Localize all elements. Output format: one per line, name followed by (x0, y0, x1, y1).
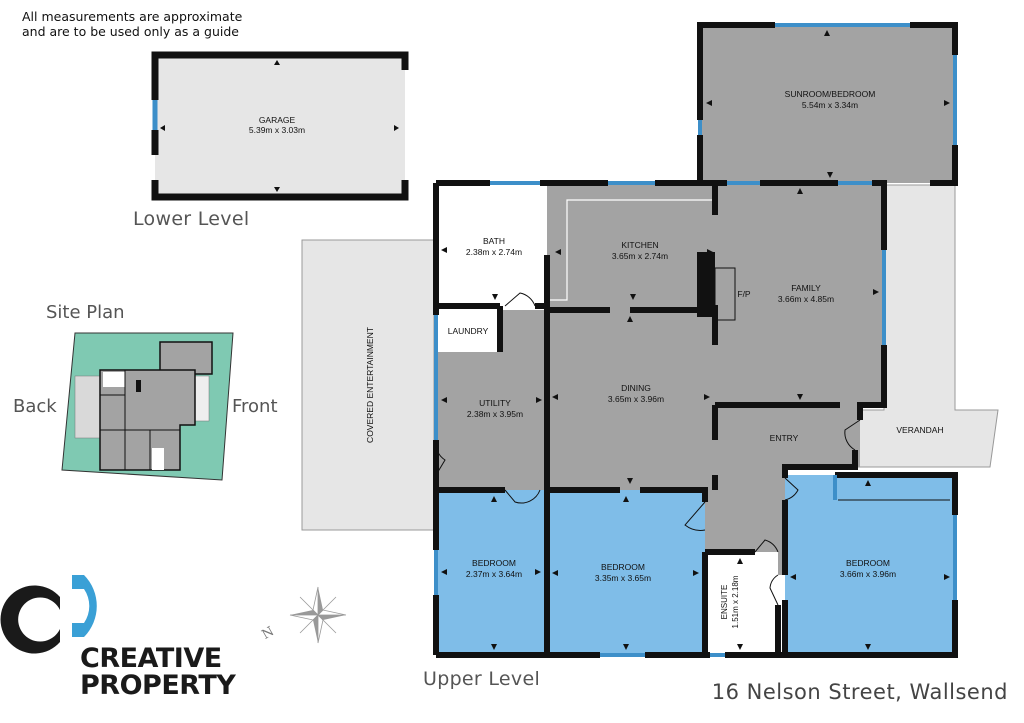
floors (436, 25, 955, 655)
family-label: FAMILY (791, 283, 821, 293)
site-plan-front: Front (232, 396, 278, 417)
verandah-label: VERANDAH (896, 425, 943, 435)
site-plan-back: Back (13, 396, 57, 417)
bedroom3-size: 3.66m x 3.96m (840, 569, 896, 579)
ensuite-label: ENSUITE (720, 585, 729, 620)
fireplace: F/P (697, 252, 751, 321)
utility-label: UTILITY (479, 398, 511, 408)
utility-size: 2.38m x 3.95m (467, 409, 523, 419)
disclaimer: All measurements are approximate and are… (22, 9, 242, 39)
covered-entertainment-label: COVERED ENTERTAINMENT (365, 327, 375, 443)
creative-property-logo (0, 575, 97, 654)
disclaimer-line-1: All measurements are approximate (22, 9, 243, 24)
site-plan-map (61, 332, 234, 481)
brand-line-2: PROPERTY (80, 670, 236, 701)
garage: GARAGE 5.39m x 3.03m (151, 51, 409, 201)
site-plan-title: Site Plan (46, 302, 125, 323)
room-labels: SUNROOM/BEDROOM 5.54m x 3.34m BATH 2.38m… (448, 89, 896, 628)
garage-label: GARAGE (259, 115, 296, 125)
dining-size: 3.65m x 3.96m (608, 394, 664, 404)
bath-label: BATH (483, 236, 505, 246)
brand-line-1: CREATIVE (80, 643, 222, 674)
compass-icon: N (260, 586, 347, 644)
laundry-label: LAUNDRY (448, 326, 489, 336)
kitchen-label: KITCHEN (621, 240, 658, 250)
sunroom-label: SUNROOM/BEDROOM (785, 89, 876, 99)
upper-level-label: Upper Level (423, 668, 541, 690)
bedroom2-label: BEDROOM (601, 562, 645, 572)
disclaimer-line-2: and are to be used only as a guide (22, 24, 239, 39)
bedroom1-size: 2.37m x 3.64m (466, 569, 522, 579)
compass-north-label: N (260, 624, 277, 643)
covered-entertainment: COVERED ENTERTAINMENT (301, 239, 435, 531)
bedroom2-size: 3.35m x 3.65m (595, 573, 651, 583)
bath-size: 2.38m x 2.74m (466, 247, 522, 257)
walls (433, 22, 958, 658)
family-size: 3.66m x 4.85m (778, 294, 834, 304)
verandah: VERANDAH (857, 184, 999, 468)
lower-level-label: Lower Level (133, 208, 250, 230)
entry-label: ENTRY (770, 433, 799, 443)
ensuite-size: 1.51m x 2.18m (731, 575, 740, 628)
sunroom-size: 5.54m x 3.34m (802, 100, 858, 110)
windows (434, 23, 957, 657)
property-address: 16 Nelson Street, Wallsend (711, 680, 1008, 704)
dining-label: DINING (621, 383, 651, 393)
dimension-arrows (441, 30, 950, 650)
brand-name: CREATIVE PROPERTY (80, 643, 236, 701)
kitchen-size: 3.65m x 2.74m (612, 251, 668, 261)
bedroom1-label: BEDROOM (472, 558, 516, 568)
bedroom3-label: BEDROOM (846, 558, 890, 568)
doors (435, 292, 861, 606)
garage-size: 5.39m x 3.03m (249, 125, 305, 135)
fireplace-label: F/P (737, 289, 751, 299)
